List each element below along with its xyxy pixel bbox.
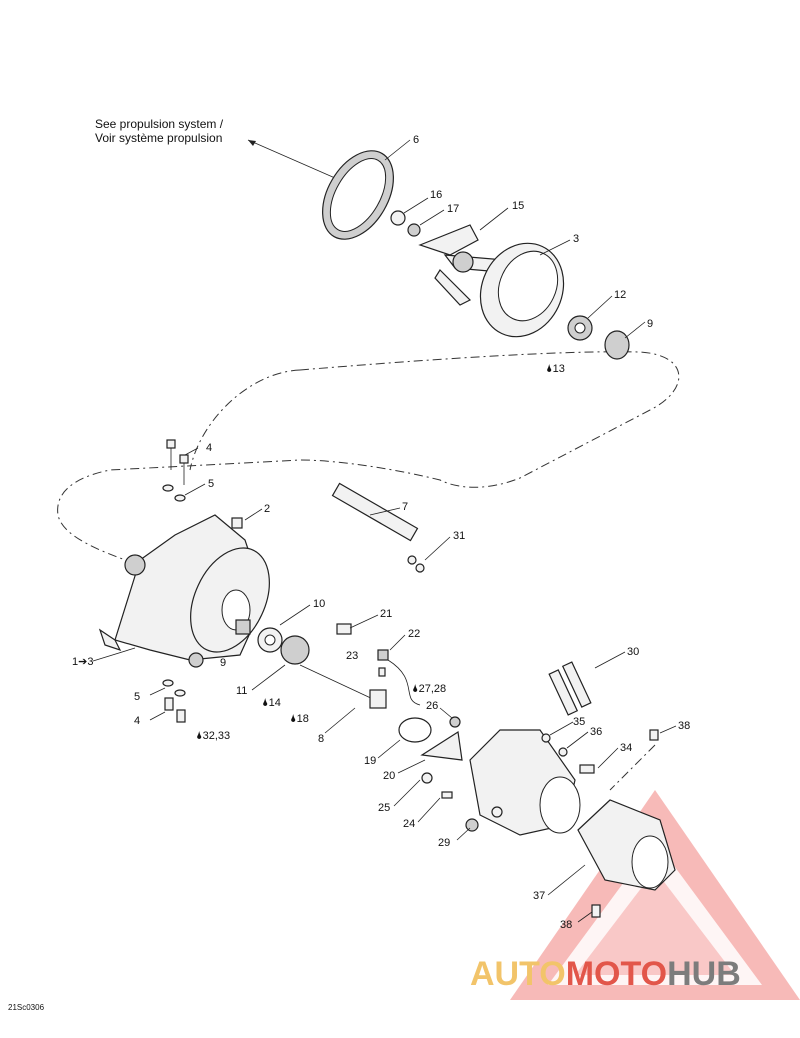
watermark-part-2: MOTO	[566, 955, 667, 993]
callout-25: 25	[378, 802, 390, 814]
callout-17: 17	[447, 203, 459, 215]
tube-7	[331, 482, 425, 573]
callout-16: 16	[430, 189, 442, 201]
bushing-2	[231, 517, 243, 529]
callout-21: 21	[380, 608, 392, 620]
callout-38b: 38	[560, 919, 572, 931]
callout-35: 35	[573, 716, 585, 728]
callout-labels: 6 16 17 15 3 12 9 🌢13 4 5 2 7 31 10 21 2…	[72, 134, 690, 931]
callout-9: 9	[647, 318, 653, 330]
assembly-outline	[57, 351, 680, 566]
spacer-16	[390, 210, 406, 226]
callout-15: 15	[512, 200, 524, 212]
callout-38: 38	[678, 720, 690, 732]
watermark-logo	[510, 790, 800, 1000]
note-line-2: Voir système propulsion	[95, 131, 222, 145]
callout-23: 23	[346, 650, 358, 662]
callout-26: 26	[426, 700, 438, 712]
callout-22: 22	[408, 628, 420, 640]
callout-27-28: 🌢27,28	[412, 683, 446, 695]
callout-12: 12	[614, 289, 626, 301]
callout-18: 🌢18	[290, 713, 309, 725]
venturi-29	[465, 729, 581, 836]
callout-5: 5	[208, 478, 214, 490]
nozzle-37	[577, 799, 676, 918]
upper-parts	[322, 150, 630, 360]
bearing-11	[280, 635, 310, 665]
rods-30	[548, 661, 592, 716]
note-line-1: See propulsion system /	[95, 117, 224, 131]
pump-housing-3	[479, 242, 565, 338]
callout-9b: 9	[220, 657, 226, 669]
watermark-part-1: AUTO	[470, 955, 566, 993]
cone-20	[420, 730, 463, 761]
reference-note: See propulsion system / Voir système pro…	[95, 117, 336, 179]
callout-14: 🌢14	[262, 697, 281, 709]
svg-text:AUTOMOTOHUB: AUTOMOTOHUB	[470, 955, 741, 993]
callout-24: 24	[403, 818, 415, 830]
callout-19: 19	[364, 755, 376, 767]
callout-36: 36	[590, 726, 602, 738]
callout-13: 🌢13	[546, 363, 565, 375]
leader-lines	[92, 139, 677, 923]
callout-37: 37	[533, 890, 545, 902]
callout-34: 34	[620, 742, 632, 754]
callout-32-33: 🌢32,33	[196, 730, 230, 742]
bolts	[162, 439, 387, 723]
callout-3: 3	[573, 233, 579, 245]
o-ring-19	[398, 717, 432, 743]
right-hardware	[541, 729, 659, 791]
callout-10: 10	[313, 598, 325, 610]
callout-30: 30	[627, 646, 639, 658]
shaft-8	[369, 689, 387, 709]
nut-17	[407, 223, 421, 237]
callout-1-3: 1➔3	[72, 656, 93, 668]
jet-pump-body	[98, 514, 270, 668]
callout-31: 31	[453, 530, 465, 542]
watermark-part-3: HUB	[667, 955, 741, 993]
callout-20: 20	[383, 770, 395, 782]
callout-2: 2	[264, 503, 270, 515]
callout-6: 6	[413, 134, 419, 146]
callout-29: 29	[438, 837, 450, 849]
callout-8: 8	[318, 733, 324, 745]
callout-7: 7	[402, 501, 408, 513]
middle-parts	[336, 623, 463, 799]
bearing-9	[604, 330, 630, 360]
callout-4b: 4	[134, 715, 140, 727]
callout-5b: 5	[134, 691, 140, 703]
diagram-code: 21Sc0306	[8, 1003, 45, 1012]
watermark-text: AUTOMOTOHUB	[470, 955, 741, 993]
callout-4: 4	[206, 442, 212, 454]
callout-11: 11	[236, 685, 247, 697]
